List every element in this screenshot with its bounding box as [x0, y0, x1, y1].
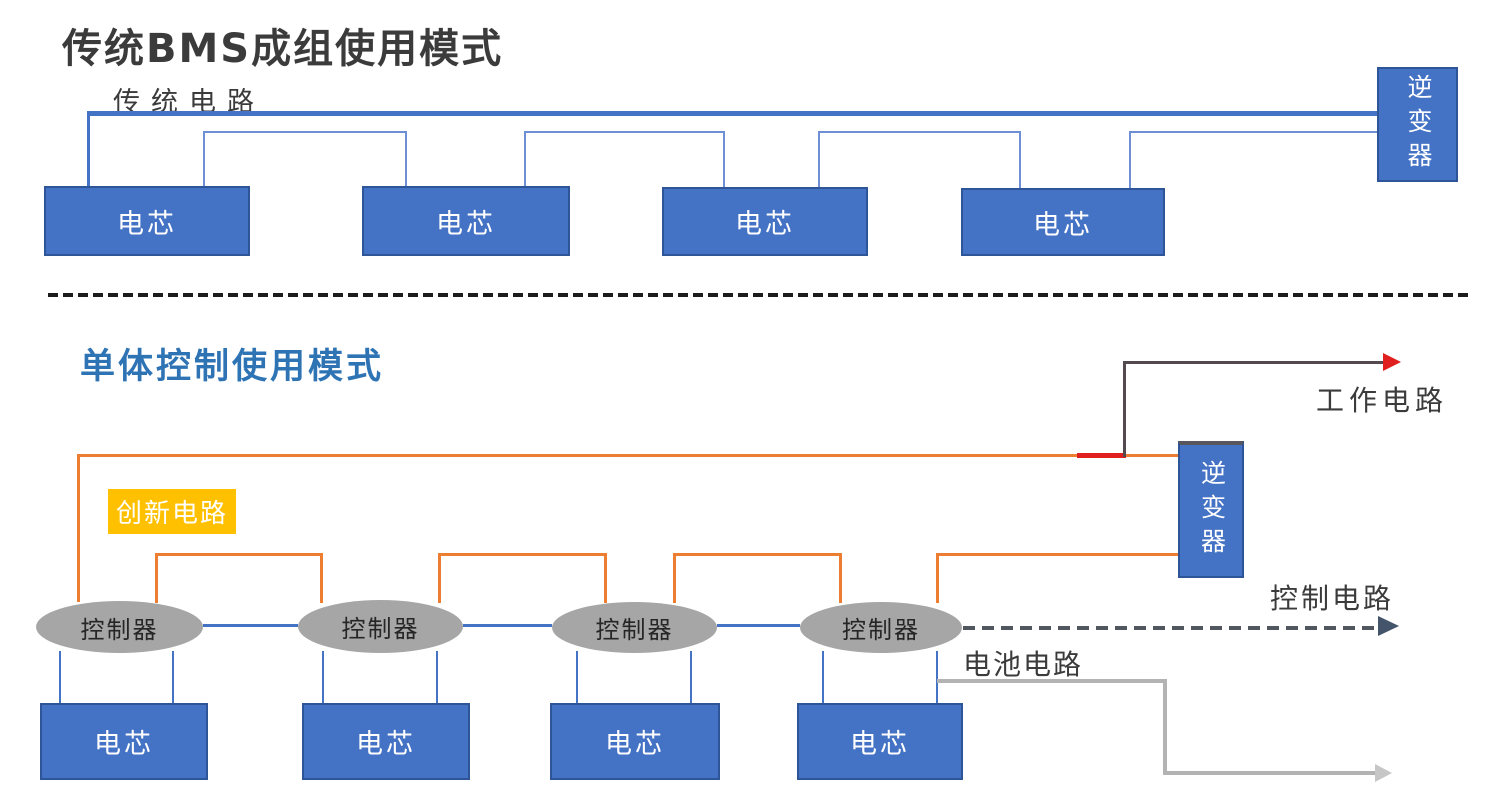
top-thin-wire-2-run: [524, 131, 725, 133]
top-cell-3: 电芯: [662, 187, 868, 256]
work-circuit-arrow-icon: [1383, 353, 1401, 371]
cell-wire-1-right: [172, 651, 174, 704]
cell-wire-4-left: [822, 651, 824, 704]
bottom-cell-4: 电芯: [797, 703, 963, 780]
bottom-cell-2-label: 电芯: [356, 729, 416, 759]
controller-4-label: 控制器: [842, 618, 920, 644]
bridge-2-run: [438, 553, 607, 556]
top-inverter-label: 逆变器: [1404, 73, 1431, 176]
bottom-inverter: 逆变器: [1178, 441, 1244, 578]
top-thin-wire-3-down: [1019, 131, 1021, 190]
top-cell-1: 电芯: [44, 186, 250, 256]
bridge-3-left: [673, 553, 676, 603]
top-cell-3-label: 电芯: [735, 209, 795, 239]
bottom-cell-3-label: 电芯: [605, 729, 665, 759]
controller-1: 控制器: [36, 601, 203, 653]
top-inverter: 逆变器: [1377, 67, 1458, 182]
battery-circuit-wire-drop: [1163, 679, 1167, 775]
red-tap-segment: [1077, 453, 1126, 458]
top-thin-wire-2-down: [723, 131, 725, 189]
inverter-feed-run: [936, 553, 1179, 556]
top-thin-wire-4-to-inverter: [1129, 131, 1379, 133]
top-thin-wire-1-run: [203, 131, 407, 133]
controller-3: 控制器: [552, 602, 717, 653]
controller-1-label: 控制器: [80, 617, 159, 644]
top-cell-1-label: 电芯: [117, 208, 177, 239]
cell-wire-2-left: [322, 651, 324, 704]
bridge-1-run: [155, 553, 323, 556]
innovative-circuit-label: 创新电路: [108, 489, 237, 534]
bottom-cell-2: 电芯: [302, 703, 470, 780]
top-thin-wire-4-up: [1129, 131, 1131, 191]
top-cell-4-label: 电芯: [1033, 209, 1093, 240]
top-cell-2-label: 电芯: [436, 208, 496, 239]
inverter-feed-up: [936, 553, 939, 603]
orange-trunk-wire-drop: [77, 454, 80, 602]
controller-2-label: 控制器: [341, 617, 420, 643]
top-cell-4: 电芯: [961, 188, 1165, 256]
work-circuit-label: 工作电路: [1316, 386, 1449, 417]
bottom-inverter-label: 逆变器: [1197, 459, 1225, 562]
bridge-2-left: [438, 553, 441, 603]
control-circuit-arrow-icon: [1378, 616, 1399, 636]
bottom-cell-1-label: 电芯: [94, 729, 154, 759]
bridge-1-left: [155, 553, 158, 603]
bridge-3-right: [839, 553, 842, 603]
controller-link-2: [463, 624, 552, 627]
controller-link-3: [717, 624, 800, 627]
cell-wire-3-left: [576, 651, 578, 704]
cell-wire-2-right: [436, 651, 438, 704]
battery-circuit-arrow-icon: [1375, 764, 1392, 782]
battery-circuit-wire-run1: [937, 679, 1167, 683]
controller-2: 控制器: [298, 600, 463, 653]
bridge-2-right: [604, 553, 607, 603]
top-trunk-wire-drop: [87, 111, 90, 187]
bottom-section-title: 单体控制使用模式: [80, 347, 385, 386]
work-circuit-wire-up: [1123, 361, 1126, 457]
bottom-cell-3: 电芯: [550, 703, 720, 780]
bottom-cell-4-label: 电芯: [850, 729, 910, 759]
top-thin-wire-1-up: [203, 131, 205, 188]
cell-wire-3-right: [690, 651, 692, 704]
bridge-1-right: [320, 553, 323, 603]
controller-link-1: [203, 624, 298, 627]
top-section-title: 传统BMS成组使用模式: [62, 26, 504, 72]
controller-3-label: 控制器: [595, 618, 674, 644]
top-thin-wire-1-down: [405, 131, 407, 188]
battery-circuit-label: 电池电路: [963, 650, 1084, 681]
top-trunk-wire-horizontal: [87, 111, 1377, 116]
orange-trunk-wire-horizontal: [77, 454, 1179, 457]
section-divider-dashed-line: [48, 293, 1470, 297]
top-thin-wire-2-up: [524, 131, 526, 188]
control-circuit-label: 控制电路: [1270, 584, 1395, 615]
top-cell-2: 电芯: [362, 186, 570, 256]
cell-wire-1-left: [59, 651, 61, 704]
bridge-3-run: [673, 553, 842, 556]
bottom-cell-1: 电芯: [40, 703, 208, 780]
top-thin-wire-3-up: [818, 131, 820, 189]
cell-wire-4-right: [936, 651, 938, 704]
work-circuit-wire-run: [1123, 361, 1385, 364]
battery-circuit-wire-run2: [1163, 771, 1378, 775]
top-thin-wire-3-run: [818, 131, 1021, 133]
control-circuit-dashed-wire: [963, 626, 1378, 630]
controller-4: 控制器: [800, 602, 962, 653]
